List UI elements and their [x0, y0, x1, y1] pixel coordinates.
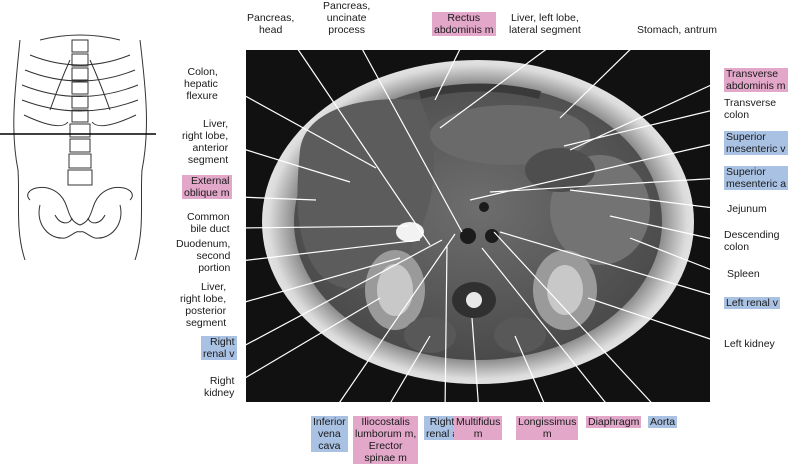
label-aorta: Aorta: [648, 416, 678, 428]
label-left-kidney: Left kidney: [724, 338, 775, 350]
label-multifidus: Multifidus m: [454, 416, 503, 440]
label-stomach-antrum: Stomach, antrum: [637, 24, 717, 36]
label-spleen: Spleen: [727, 268, 760, 280]
label-right-renal-v: Right renal v: [201, 336, 237, 360]
label-right-kidney: Right kidney: [204, 375, 235, 399]
label-colon-hepatic-flexure: Colon, hepatic flexure: [184, 66, 218, 102]
label-superior-mesenteric-v: Superior mesenteric v: [724, 131, 788, 155]
label-common-bile-duct: Common bile duct: [187, 211, 230, 235]
label-transverse-colon: Transverse colon: [724, 97, 777, 121]
label-liver-right-posterior: Liver, right lobe, posterior segment: [180, 281, 227, 329]
label-descending-colon: Descending colon: [724, 229, 780, 253]
label-diaphragm: Diaphragm: [586, 416, 642, 428]
label-superior-mesenteric-a: Superior mesenteric a: [724, 166, 789, 190]
label-iliocostalis: Iliocostalis lumborum m, Erector spinae …: [353, 416, 419, 464]
label-pancreas-head: Pancreas, head: [247, 12, 295, 36]
label-external-oblique: External oblique m: [182, 175, 232, 199]
label-rectus-abdominis: Rectus abdominis m: [432, 12, 496, 36]
label-left-renal-v: Left renal v: [724, 297, 780, 309]
label-longissimus: Longissimus m: [516, 416, 579, 440]
label-transverse-abdominis: Transverse abdominis m: [724, 68, 788, 92]
label-liver-left-lobe: Liver, left lobe, lateral segment: [509, 12, 581, 36]
leader-lines: [237, 37, 723, 413]
axial-mri-scan: [246, 50, 710, 402]
label-liver-right-anterior: Liver, right lobe, anterior segment: [182, 118, 229, 166]
label-jejunum: Jejunum: [727, 203, 767, 215]
torso-skeleton-icon: [0, 34, 156, 261]
label-pancreas-uncinate: Pancreas, uncinate process: [323, 0, 371, 36]
label-ivc: Inferior vena cava: [311, 416, 348, 452]
label-duodenum: Duodenum, second portion: [176, 238, 231, 274]
